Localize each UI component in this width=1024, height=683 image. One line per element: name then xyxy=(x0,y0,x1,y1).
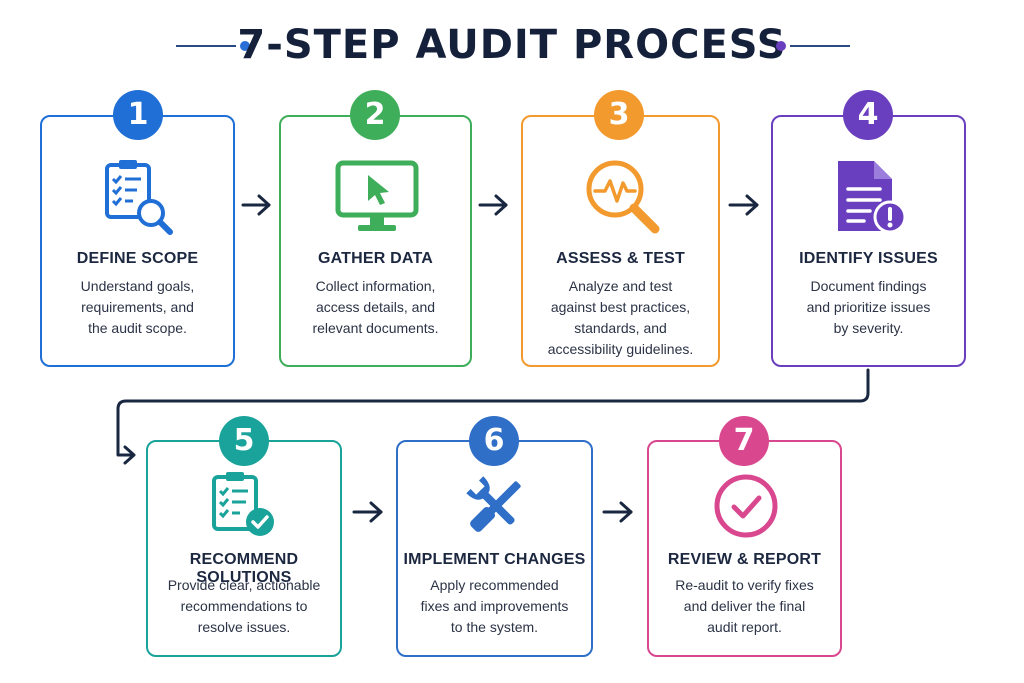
step-desc-line: audit report. xyxy=(707,619,782,635)
arrow-right-icon xyxy=(241,194,271,216)
step-description: Re-audit to verify fixes and deliver the… xyxy=(659,575,830,638)
step-desc-line: standards, and xyxy=(574,320,667,336)
step-desc-line: requirements, and xyxy=(81,299,194,315)
wrench-screwdriver-icon xyxy=(466,476,521,532)
title-right-line xyxy=(790,45,850,47)
step-description: Analyze and test against best practices,… xyxy=(533,276,708,360)
step-title: DEFINE SCOPE xyxy=(76,250,199,267)
step-desc-line: recommendations to xyxy=(180,598,308,614)
title-right-dot xyxy=(776,41,786,51)
step-desc-line: Apply recommended xyxy=(430,577,559,593)
step-desc-line: access details, and xyxy=(315,299,436,315)
step-desc-line: Re-audit to verify fixes xyxy=(675,577,814,593)
step-title: IDENTIFY ISSUES xyxy=(799,250,938,267)
step-description: Apply recommended fixes and improvements… xyxy=(408,575,581,638)
step-number-badge: 4 xyxy=(843,90,893,140)
step-description: Document findings and prioritize issues … xyxy=(783,276,954,339)
step-number-badge: 6 xyxy=(469,416,519,466)
step-card-3: ASSESS & TEST Analyze and test against b… xyxy=(521,115,720,367)
step-desc-line: accessibility guidelines. xyxy=(547,341,694,357)
step-desc-line: Document findings xyxy=(810,278,927,294)
step-desc-line: Provide clear, actionable xyxy=(167,577,321,593)
step-desc-line: to the system. xyxy=(450,619,539,635)
document-alert-icon xyxy=(838,161,907,234)
title-row: 7-STEP AUDIT PROCESS xyxy=(0,18,1024,74)
clipboard-search-icon xyxy=(105,160,173,235)
step-number-badge: 1 xyxy=(113,90,163,140)
step-card-5: RECOMMEND SOLUTIONS Provide clear, actio… xyxy=(146,440,342,657)
step-description: Understand goals, requirements, and the … xyxy=(52,276,223,339)
step-card-1: DEFINE SCOPE Understand goals, requireme… xyxy=(40,115,235,367)
title-left-dot xyxy=(240,41,250,51)
step-description: Provide clear, actionable recommendation… xyxy=(158,575,330,638)
page-title: 7-STEP AUDIT PROCESS xyxy=(237,22,787,68)
step-desc-line: Collect information, xyxy=(315,278,436,294)
magnifier-pulse-icon xyxy=(586,160,660,234)
step-title: IMPLEMENT CHANGES xyxy=(403,551,586,568)
step-desc-line: Analyze and test xyxy=(568,278,673,294)
step-number-badge: 7 xyxy=(719,416,769,466)
step-title: ASSESS & TEST xyxy=(556,250,685,267)
step-desc-line: relevant documents. xyxy=(312,320,439,336)
arrow-right-icon xyxy=(728,194,759,216)
step-description: Collect information, access details, and… xyxy=(291,276,460,339)
step-card-6: IMPLEMENT CHANGES Apply recommended fixe… xyxy=(396,440,593,657)
step-desc-line: and prioritize issues xyxy=(806,299,931,315)
step-number-badge: 5 xyxy=(219,416,269,466)
step-desc-line: by severity. xyxy=(833,320,904,336)
step-desc-line: resolve issues. xyxy=(197,619,291,635)
step-title: GATHER DATA xyxy=(317,250,434,267)
arrow-right-icon xyxy=(602,501,633,523)
step-desc-line: and deliver the final xyxy=(683,598,806,614)
step-card-4: IDENTIFY ISSUES Document findings and pr… xyxy=(771,115,966,367)
clipboard-check-icon xyxy=(212,472,274,536)
step-card-7: REVIEW & REPORT Re-audit to verify fixes… xyxy=(647,440,842,657)
monitor-cursor-icon xyxy=(335,160,419,231)
arrow-right-icon xyxy=(478,194,508,216)
connector-arrow-icon xyxy=(116,368,870,465)
step-title: RECOMMEND SOLUTIONS xyxy=(189,551,299,586)
step-desc-line: Understand goals, xyxy=(80,278,195,294)
step-card-2: GATHER DATA Collect information, access … xyxy=(279,115,472,367)
arrow-right-icon xyxy=(352,501,383,523)
step-desc-line: the audit scope. xyxy=(88,320,187,336)
title-left-line xyxy=(176,45,236,47)
step-title: REVIEW & REPORT xyxy=(667,551,822,568)
step-desc-line: against best practices, xyxy=(550,299,691,315)
step-number-badge: 3 xyxy=(594,90,644,140)
step-number-badge: 2 xyxy=(350,90,400,140)
step-desc-line: fixes and improvements xyxy=(420,598,569,614)
check-circle-icon xyxy=(714,474,778,538)
